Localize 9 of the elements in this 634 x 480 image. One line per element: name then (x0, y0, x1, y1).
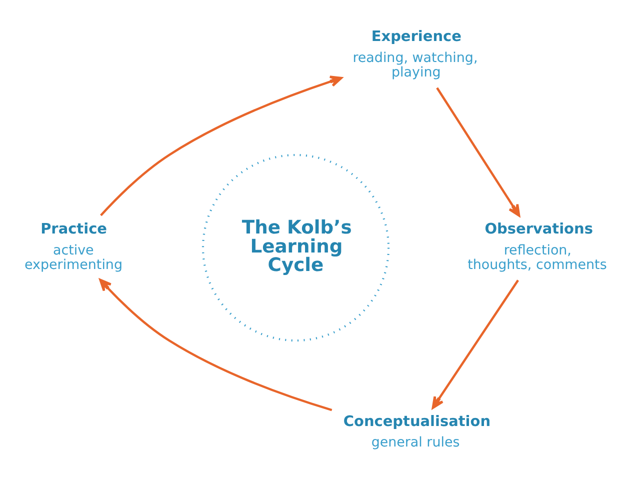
arrow (98, 278, 332, 411)
node-circle: The Kolb’s Learning Cycle (201, 153, 390, 342)
arrow (431, 279, 518, 408)
node-text: Experience reading, watching, playing (352, 28, 478, 80)
arrow (436, 86, 520, 216)
node-text: Observations reflection, thoughts, comments (467, 220, 606, 272)
arrow (100, 75, 342, 216)
node-text: Practice active experimenting (24, 220, 122, 272)
node-text: Conceptualisation general rules (342, 413, 490, 450)
